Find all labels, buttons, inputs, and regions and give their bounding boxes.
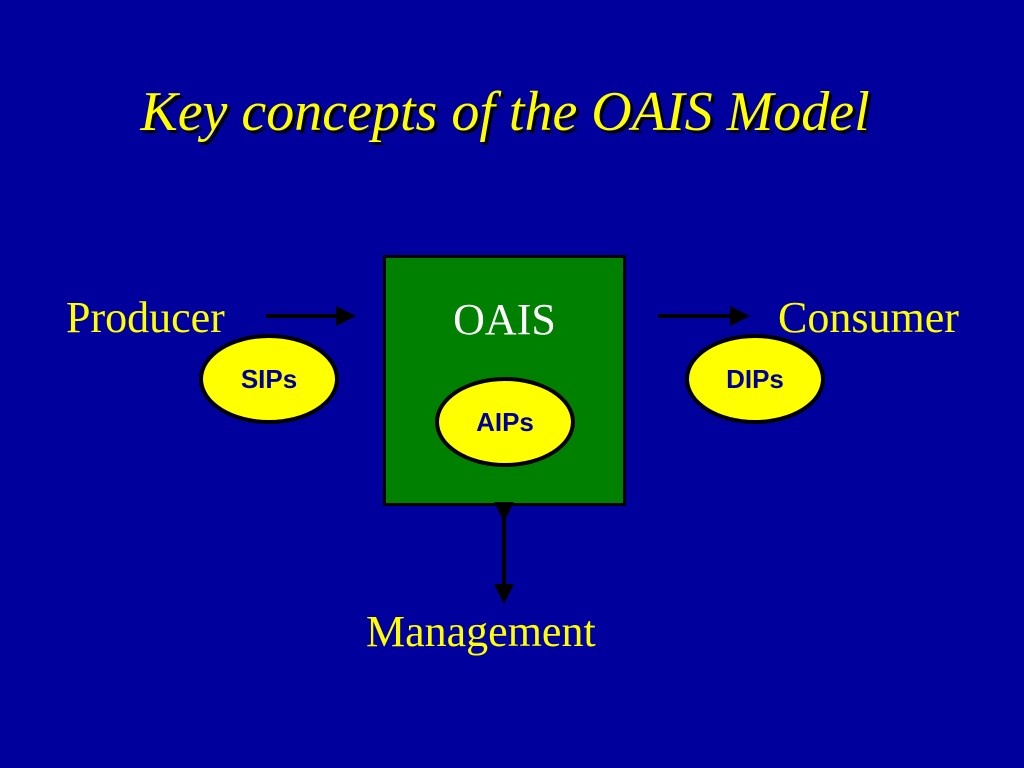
aips-label: AIPs <box>476 406 534 437</box>
management-label: Management <box>366 607 596 656</box>
consumer-label: Consumer <box>778 293 959 342</box>
oais-label: OAIS <box>453 295 556 344</box>
aips-ellipse: AIPs <box>435 377 575 467</box>
dips-label: DIPs <box>726 363 784 394</box>
slide-title: Key concepts of the OAIS Model <box>140 81 870 143</box>
sips-label: SIPs <box>240 363 298 394</box>
dips-ellipse: DIPs <box>685 334 825 424</box>
sips-ellipse: SIPs <box>199 334 339 424</box>
producer-label: Producer <box>66 293 225 342</box>
